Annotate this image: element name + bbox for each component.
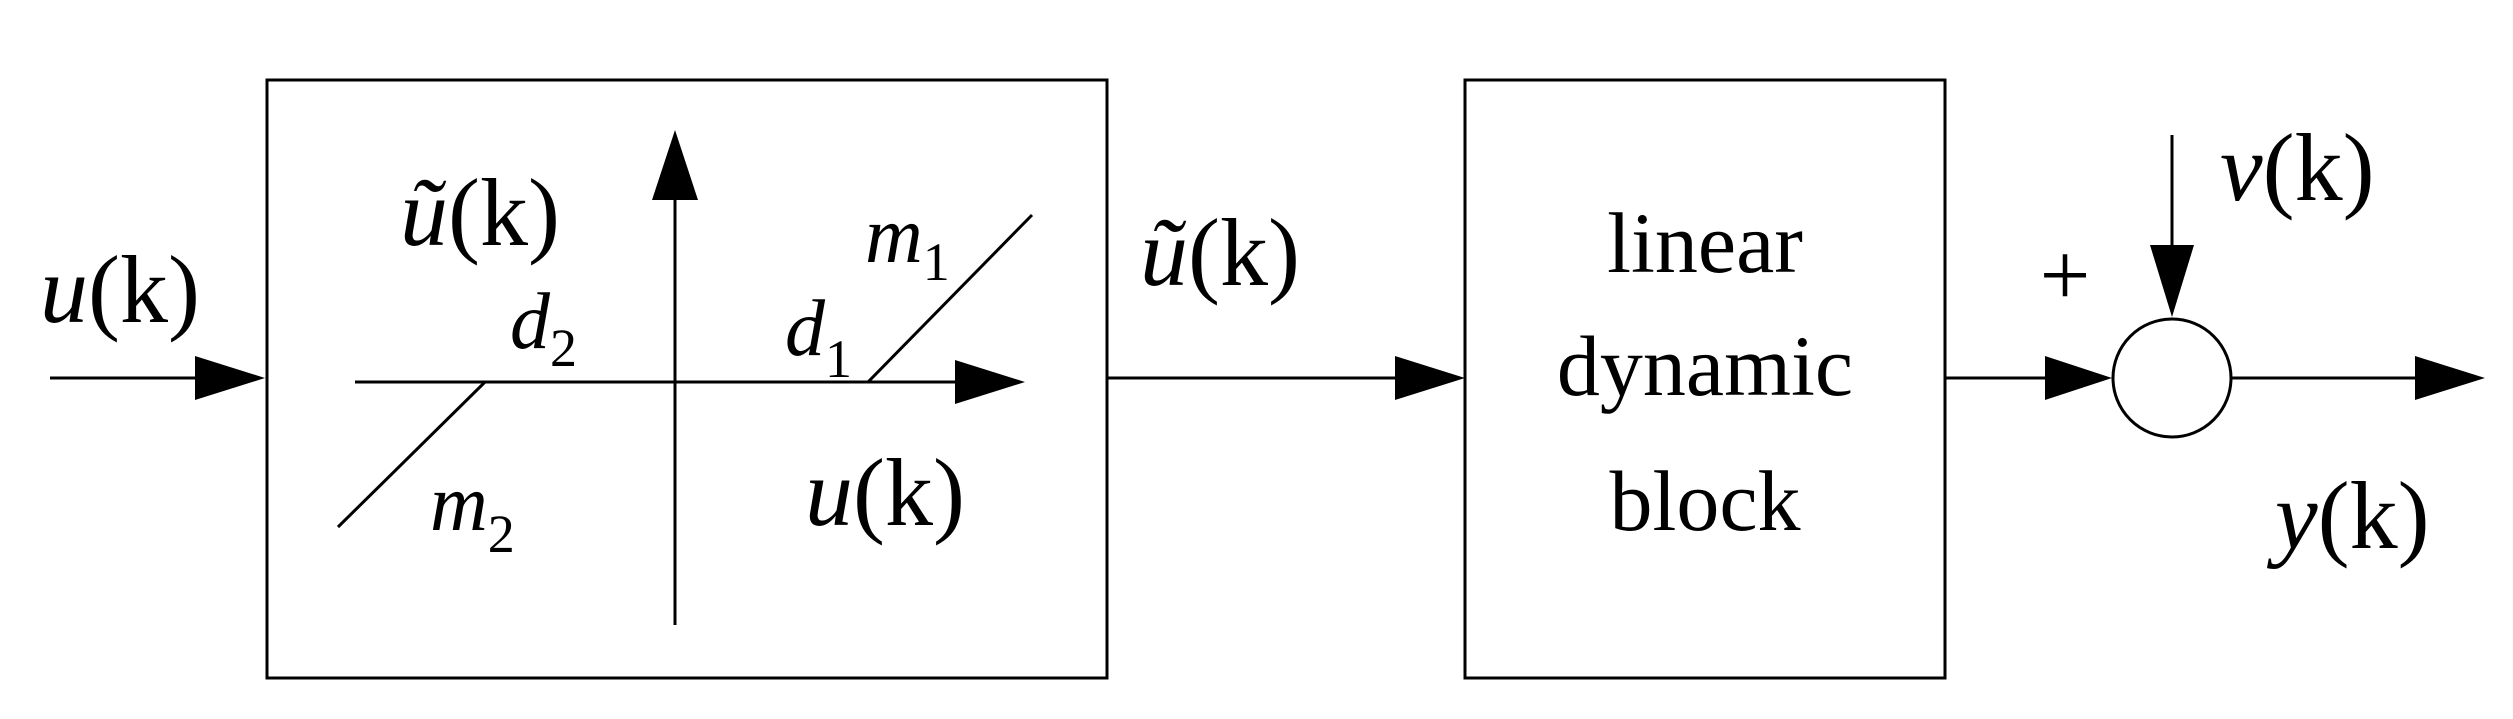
- d1-label: d1: [785, 285, 852, 389]
- output-axis-arrowhead: [652, 130, 698, 200]
- intermediate-signal-label: ũ(k): [1140, 199, 1300, 306]
- input-signal-label: u(k): [40, 236, 200, 343]
- d1-symbol: d: [785, 285, 826, 373]
- linear-dynamic-block-frame: [1463, 78, 1947, 680]
- output-axis-argument: (k): [448, 159, 560, 266]
- m1-symbol: m: [865, 192, 923, 280]
- output-axis-label: ũ(k): [400, 159, 560, 266]
- input-axis-label: u(k): [805, 439, 965, 546]
- m1-subscript: 1: [923, 232, 950, 292]
- noise-signal-argument: (k): [2263, 114, 2375, 221]
- linear-block-line1: linear: [1607, 195, 1803, 291]
- output-signal-argument: (k): [2318, 462, 2430, 569]
- linear-dynamic-block: linear dynamic block: [1463, 78, 1947, 680]
- slope-m1-segment: [866, 213, 1034, 384]
- output-axis-symbol: ũ: [400, 159, 448, 266]
- output-arrow: [2231, 356, 2485, 400]
- output-signal-label: y(k): [2266, 462, 2430, 569]
- intermediate-signal-argument: (k): [1188, 199, 1300, 306]
- noise-signal-symbol: v: [2220, 114, 2263, 221]
- input-axis-argument: (k): [853, 439, 965, 546]
- summing-junction: [2111, 317, 2233, 439]
- input-axis-symbol: u: [805, 439, 853, 546]
- to-summing-junction-arrow: [1945, 356, 2112, 400]
- d2-symbol: d: [510, 278, 551, 366]
- m2-subscript: 2: [488, 504, 515, 564]
- input-signal-argument: (k): [88, 236, 200, 343]
- input-signal-symbol: u: [40, 236, 88, 343]
- m2-label: m2: [430, 460, 515, 564]
- output-signal-symbol: y: [2266, 462, 2318, 569]
- d1-subscript: 1: [825, 329, 852, 389]
- linear-block-line2: dynamic: [1557, 318, 1853, 414]
- m2-symbol: m: [430, 460, 488, 548]
- noise-arrow: [2150, 135, 2194, 317]
- d2-label: d2: [510, 278, 577, 378]
- input-axis-arrowhead: [955, 360, 1025, 404]
- noise-signal-label: v(k): [2220, 114, 2375, 221]
- slope-m2-segment: [336, 380, 487, 529]
- input-arrow: [50, 356, 265, 400]
- intermediate-arrow: [1107, 356, 1465, 400]
- intermediate-signal-symbol: ũ: [1140, 199, 1188, 306]
- m1-label: m1: [865, 192, 950, 292]
- plus-sign: +: [2040, 226, 2091, 325]
- d2-subscript: 2: [550, 318, 577, 378]
- linear-block-line3: block: [1609, 453, 1800, 549]
- dead-zone-block: ũ(k) u(k) d2 d1 m1 m2: [265, 78, 1109, 680]
